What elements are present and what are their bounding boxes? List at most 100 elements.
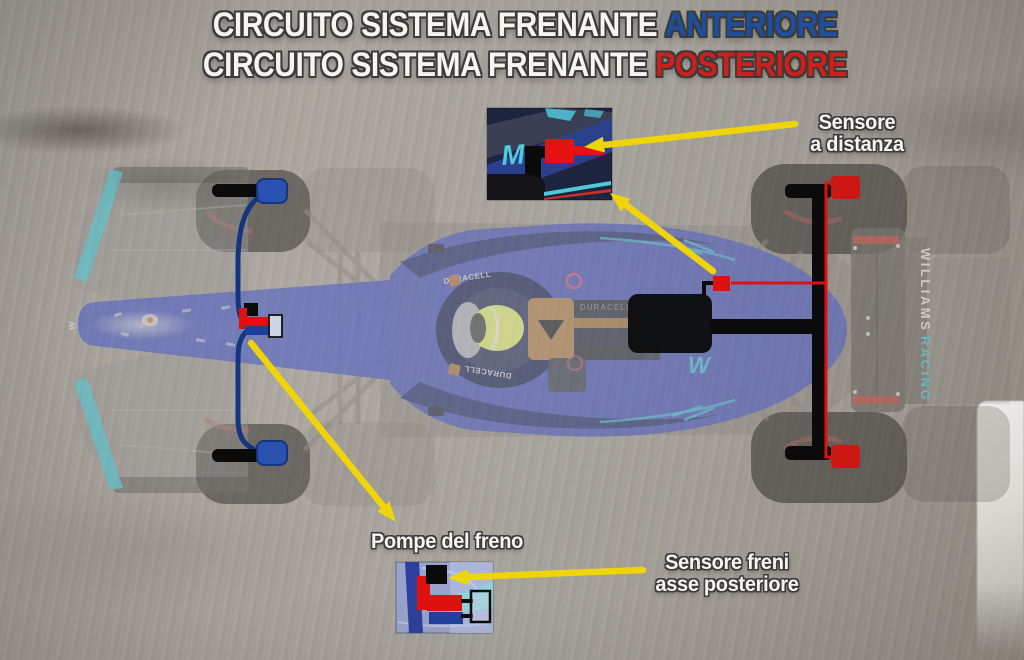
faded-car-top-view: w DURACELL DURACELL DURACELL [66,164,1010,506]
inset-teal-stripe [544,181,611,196]
inset2-pedal [469,589,492,624]
rear-right-caliper [831,445,860,468]
front-right-disc-bar [212,449,263,462]
mirror-right [428,407,444,416]
teal-swoosh-bottom [599,398,736,424]
track-white-line [977,401,1024,653]
front-right-caliper [256,440,288,466]
label-rear-brake-sensor-line1: Sensore freni [665,551,789,574]
mirror-left [428,244,444,253]
nose-cone [78,280,390,380]
gulf-logo-center [147,317,153,323]
front-left-caliper [256,178,288,204]
label-remote-sensor-line2: a distanza [810,133,904,156]
rear-left-disc-bar [785,184,832,198]
nose-sponsor-dashes [113,305,236,347]
label-brake-pumps: Pompe del freno [352,531,542,553]
label-rear-brake-sensor: Sensore freni asse posteriore [632,552,822,596]
inset2-link-top [461,599,473,603]
remote-sensor-wire [702,281,713,296]
master-cylinder-sensor [244,303,258,316]
inset-remote-sensor: M [486,107,613,201]
rear-brake-circuit [628,176,860,468]
inset-top-teal-fragment2 [584,109,604,118]
label-remote-sensor-line1: Sensore [818,111,896,134]
master-cylinder-blue-body [245,326,270,335]
diagram-title: CIRCUITO SISTEMA FRENANTE ANTERIORE CIRC… [0,5,1024,85]
title-line-front: CIRCUITO SISTEMA FRENANTE ANTERIORE [86,5,964,45]
title-front-highlight: ANTERIORE [665,6,838,44]
rear-wing-shadow-bottom [902,406,1010,502]
arrow-master-cylinder-to-label [247,339,396,522]
front-brake-circuit [212,178,288,466]
front-wing-endplate-top [112,167,250,183]
rear-wing-shadow-top [902,166,1010,254]
body-dark-sweep-top [400,231,720,278]
rear-wing-plane [851,228,905,412]
rear-wing-text-racing: RACING [918,336,933,402]
inset2-red-pipe [417,576,430,610]
front-wing-teal-edge-bottom [74,378,123,490]
sidepod-logo-text: W [688,352,712,378]
title-rear-highlight: POSTERIORE [655,46,848,84]
diffuser-shadow [860,258,1010,404]
rear-wing-bolts [853,244,900,396]
title-line-rear: CIRCUITO SISTEMA FRENANTE POSTERIORE [86,45,964,85]
inset-sensor-red-stub [574,146,604,155]
label-brake-pumps-text: Pompe del freno [370,530,524,553]
arrow-rear-sensor-label [448,566,647,586]
front-wing-plane-bottom [74,332,248,477]
front-wing-flap-line1 [119,204,247,216]
gearbox-unit [628,294,712,353]
title-rear-prefix: CIRCUITO SISTEMA FRENANTE [202,46,648,84]
rear-axle-bar [812,186,826,456]
title-front-prefix: CIRCUITO SISTEMA FRENANTE [212,6,658,44]
remote-sensor-unit [713,276,730,291]
rear-right-disc-bar [785,446,832,460]
roundel-top [565,272,583,290]
halo-copper-patch-bottom [448,363,461,376]
master-cylinder-red-pipe [239,308,247,324]
front-left-disc-bar [212,184,263,197]
inset-tyre-silhouette [487,174,545,200]
helmet-stripe [490,306,499,350]
label-rear-brake-sensor-line2: asse posteriore [655,573,799,596]
front-suspension [303,208,398,452]
title-space1 [657,6,665,44]
inset-sensor-red-box [545,139,574,163]
arrow-remote-sensor-label [584,120,799,153]
brake-glow-fr [203,417,251,433]
inset2-sensor-black-box [426,565,447,584]
rear-brake-line [731,181,833,459]
engine-cover-sponsor-text: DURACELL [580,303,632,312]
rear-wing-drs-strip [905,238,927,404]
rear-wing-red-stripe-bottom [853,396,899,404]
helmet-visor [470,313,486,343]
inset-top-teal-fragment1 [545,108,576,121]
rear-left-caliper [831,176,860,199]
brake-master-cylinder [239,303,283,338]
front-floor-shadow [300,168,435,252]
brake-glow-fl [205,209,253,234]
nose-tip-logo: w [66,321,78,331]
arrow-sensor-location-to-inset [610,193,717,275]
driveline-copper [574,318,630,328]
inset2-link-bottom [461,614,473,618]
airbox-intake [538,320,564,340]
inset-top-bodywork-band [487,108,612,158]
inset2-outline-curve2 [397,621,492,628]
title-space2 [647,46,655,84]
front-wing-plane-top [74,183,248,328]
front-wing-endplate-bottom [112,477,250,493]
gulf-logo [142,314,158,326]
roundel-bottom [566,354,584,372]
inset2-red-cylinder [427,595,462,611]
rear-wing-text-williams: WILLIAMS [918,248,933,332]
rear-wing-red-stripe-top [853,236,899,244]
body-dark-sweep-bottom [400,382,720,429]
label-remote-sensor: Sensore a distanza [776,112,938,156]
inset-red-stripe [544,189,611,200]
halo-copper-patch-top [448,274,461,287]
